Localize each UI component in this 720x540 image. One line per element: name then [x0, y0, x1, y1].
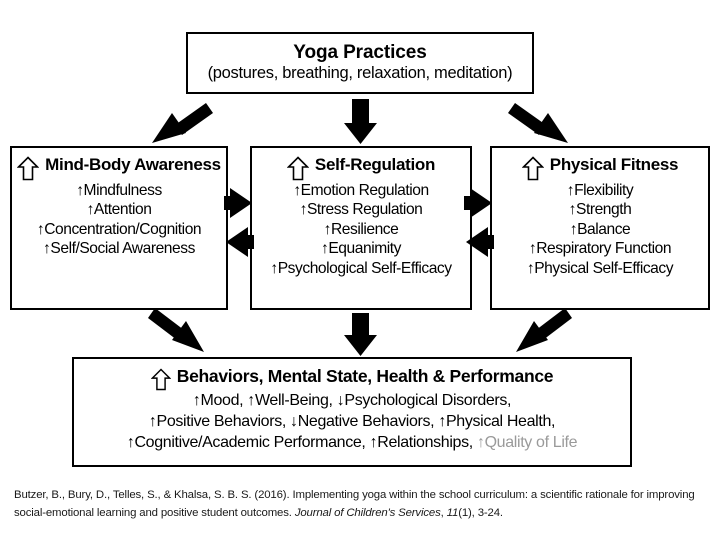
self-regulation-heading-row: Self-Regulation	[252, 155, 470, 181]
hollow-up-arrow-icon	[16, 156, 40, 181]
mind-body-item: ↑Self/Social Awareness	[43, 240, 195, 258]
arrow-physical-fitness-to-outcomes	[516, 308, 572, 352]
self-regulation-item: ↑Stress Regulation	[299, 201, 423, 219]
outcomes-line: ↑Mood, ↑Well-Being, ↓Psychological Disor…	[192, 392, 512, 409]
box-physical-fitness: Physical Fitness ↑Flexibility ↑Strength …	[490, 146, 710, 310]
outcomes-line-last: ↑Cognitive/Academic Performance, ↑Relati…	[74, 433, 630, 454]
outcomes-heading-row: Behaviors, Mental State, Health & Perfor…	[74, 366, 630, 391]
citation-volume: 11	[446, 506, 459, 519]
self-regulation-item: ↑Emotion Regulation	[293, 182, 429, 199]
arrow-yoga-to-mind-body	[152, 103, 213, 143]
box-self-regulation: Self-Regulation ↑Emotion Regulation ↑Str…	[250, 146, 472, 310]
arrow-yoga-to-physical-fitness	[508, 103, 568, 143]
physical-fitness-item: ↑Respiratory Function	[528, 240, 672, 258]
self-regulation-heading: Self-Regulation	[314, 155, 436, 174]
self-regulation-item: ↑Equanimity	[321, 240, 401, 258]
hollow-up-arrow-icon	[286, 156, 310, 181]
citation-part1: Butzer, B., Bury, D., Telles, S., & Khal…	[14, 489, 695, 519]
mind-body-item: ↑Mindfulness	[76, 182, 162, 199]
arrow-yoga-to-self-regulation	[344, 99, 377, 144]
outcomes-line: ↑Positive Behaviors, ↓Negative Behaviors…	[148, 412, 556, 430]
outcomes-line-last-faded: ↑Quality of Life	[472, 433, 578, 451]
physical-fitness-heading-row: Physical Fitness	[492, 155, 708, 181]
outcomes-line-last-main: ↑Cognitive/Academic Performance, ↑Relati…	[126, 433, 473, 451]
physical-fitness-heading: Physical Fitness	[549, 155, 679, 174]
self-regulation-item: ↑Psychological Self-Efficacy	[270, 259, 452, 277]
citation: Butzer, B., Bury, D., Telles, S., & Khal…	[14, 487, 706, 522]
outcomes-heading: Behaviors, Mental State, Health & Perfor…	[176, 366, 554, 386]
physical-fitness-item: ↑Balance	[569, 220, 631, 238]
mind-body-heading: Mind-Body Awareness	[45, 155, 221, 174]
box-yoga-practices: Yoga Practices (postures, breathing, rel…	[186, 32, 534, 94]
yoga-practices-title: Yoga Practices	[293, 41, 427, 63]
citation-journal: Journal of Children's Services	[294, 506, 441, 519]
citation-part3: (1), 3-24.	[458, 506, 503, 519]
hollow-up-arrow-icon	[521, 156, 545, 181]
box-mind-body-awareness: Mind-Body Awareness ↑Mindfulness ↑Attent…	[10, 146, 228, 310]
box-outcomes: Behaviors, Mental State, Health & Perfor…	[72, 357, 632, 467]
hollow-up-arrow-icon	[150, 368, 172, 391]
arrow-mind-body-to-self-regulation	[224, 188, 252, 218]
self-regulation-item: ↑Resilience	[323, 220, 399, 238]
arrow-mind-body-to-outcomes	[148, 308, 204, 352]
physical-fitness-item: ↑Strength	[568, 201, 632, 219]
arrow-self-regulation-to-outcomes	[344, 313, 377, 356]
citation-part2: ,	[440, 506, 447, 519]
yoga-practices-subtitle: (postures, breathing, relaxation, medita…	[207, 64, 513, 83]
physical-fitness-item: ↑Physical Self-Efficacy	[526, 259, 674, 277]
mind-body-heading-row: Mind-Body Awareness	[12, 155, 226, 181]
mind-body-item: ↑Concentration/Cognition	[36, 220, 202, 238]
mind-body-item: ↑Attention	[86, 201, 152, 219]
physical-fitness-item: ↑Flexibility	[566, 182, 634, 199]
